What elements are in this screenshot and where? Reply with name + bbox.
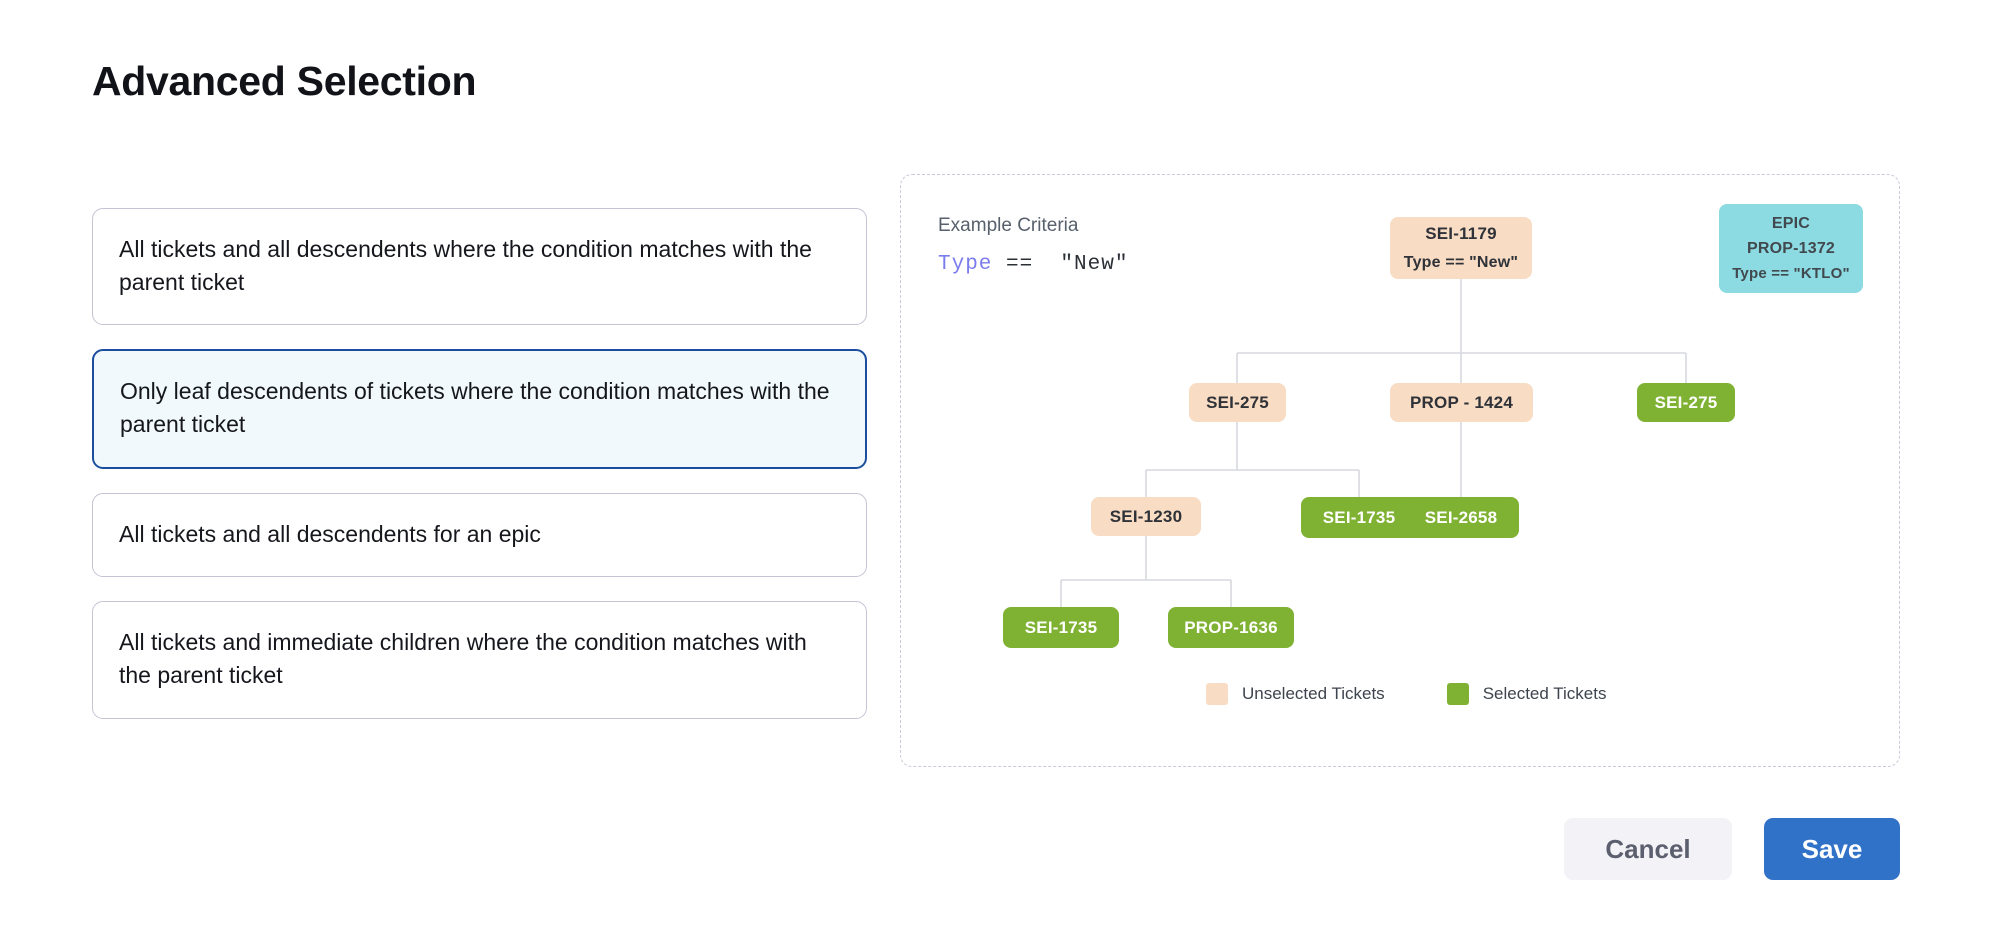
ticket-id: SEI-275 xyxy=(1654,392,1718,412)
ticket-id: SEI-2658 xyxy=(1424,507,1498,527)
selection-option-list: All tickets and all descendents where th… xyxy=(92,208,867,719)
legend-label-unselected: Unselected Tickets xyxy=(1242,684,1385,703)
legend-item-unselected: Unselected Tickets xyxy=(1206,683,1385,705)
ticket-id: SEI-1735 xyxy=(1322,507,1396,527)
ticket-node-sei-275-b[interactable]: SEI-275 xyxy=(1637,383,1735,422)
dialog-footer: Cancel Save xyxy=(1564,818,1900,880)
option-card-all-descendents-condition[interactable]: All tickets and all descendents where th… xyxy=(92,208,867,326)
option-label: All tickets and immediate children where… xyxy=(119,629,807,688)
criteria-label: Example Criteria xyxy=(938,215,1079,236)
legend-label-selected: Selected Tickets xyxy=(1482,684,1607,703)
criteria-field: Type xyxy=(938,253,993,276)
option-card-immediate-children-condition[interactable]: All tickets and immediate children where… xyxy=(92,601,867,719)
epic-label: EPIC xyxy=(1771,215,1811,232)
criteria-expression: Type == "New" xyxy=(938,253,1128,276)
epic-id: PROP-1372 xyxy=(1746,240,1836,257)
cancel-button[interactable]: Cancel xyxy=(1564,818,1732,880)
ticket-node-sei-1230[interactable]: SEI-1230 xyxy=(1091,497,1201,536)
ticket-id: SEI-1230 xyxy=(1109,506,1183,526)
criteria-operator-value: == "New" xyxy=(992,253,1129,276)
ticket-condition: Type == "New" xyxy=(1403,254,1519,271)
ticket-node-sei-275-a[interactable]: SEI-275 xyxy=(1189,383,1286,422)
ticket-id: SEI-275 xyxy=(1206,392,1269,412)
ticket-id: PROP-1636 xyxy=(1184,617,1278,637)
ticket-node-prop-1424[interactable]: PROP - 1424 xyxy=(1390,383,1533,422)
ticket-id: SEI-1735 xyxy=(1024,617,1098,637)
legend-swatch-unselected xyxy=(1206,683,1228,705)
ticket-id: SEI-1179 xyxy=(1425,224,1497,243)
ticket-id: PROP - 1424 xyxy=(1410,392,1513,412)
option-card-leaf-descendents-condition[interactable]: Only leaf descendents of tickets where t… xyxy=(92,349,867,469)
ticket-node-epic-prop-1372[interactable]: EPIC PROP-1372 Type == "KTLO" xyxy=(1719,204,1863,293)
legend-item-selected: Selected Tickets xyxy=(1446,683,1607,705)
example-diagram-panel: Example Criteria Type == "New" xyxy=(900,174,1900,767)
page-title: Advanced Selection xyxy=(92,58,477,104)
epic-condition: Type == "KTLO" xyxy=(1732,265,1850,282)
option-label: All tickets and all descendents where th… xyxy=(119,236,812,295)
diagram-legend: Unselected Tickets Selected Tickets xyxy=(1206,683,1606,705)
ticket-node-sei-1179[interactable]: SEI-1179 Type == "New" xyxy=(1390,217,1532,279)
option-label: Only leaf descendents of tickets where t… xyxy=(120,378,830,437)
ticket-node-prop-1636[interactable]: PROP-1636 xyxy=(1168,607,1294,648)
save-button[interactable]: Save xyxy=(1764,818,1900,880)
ticket-node-sei-1735-a[interactable]: SEI-1735 xyxy=(1301,497,1417,538)
legend-swatch-selected xyxy=(1446,683,1469,705)
option-label: All tickets and all descendents for an e… xyxy=(119,520,541,547)
ticket-node-sei-1735-b[interactable]: SEI-1735 xyxy=(1003,607,1119,648)
ticket-node-sei-2658[interactable]: SEI-2658 xyxy=(1403,497,1519,538)
option-card-all-descendents-epic[interactable]: All tickets and all descendents for an e… xyxy=(92,492,867,578)
